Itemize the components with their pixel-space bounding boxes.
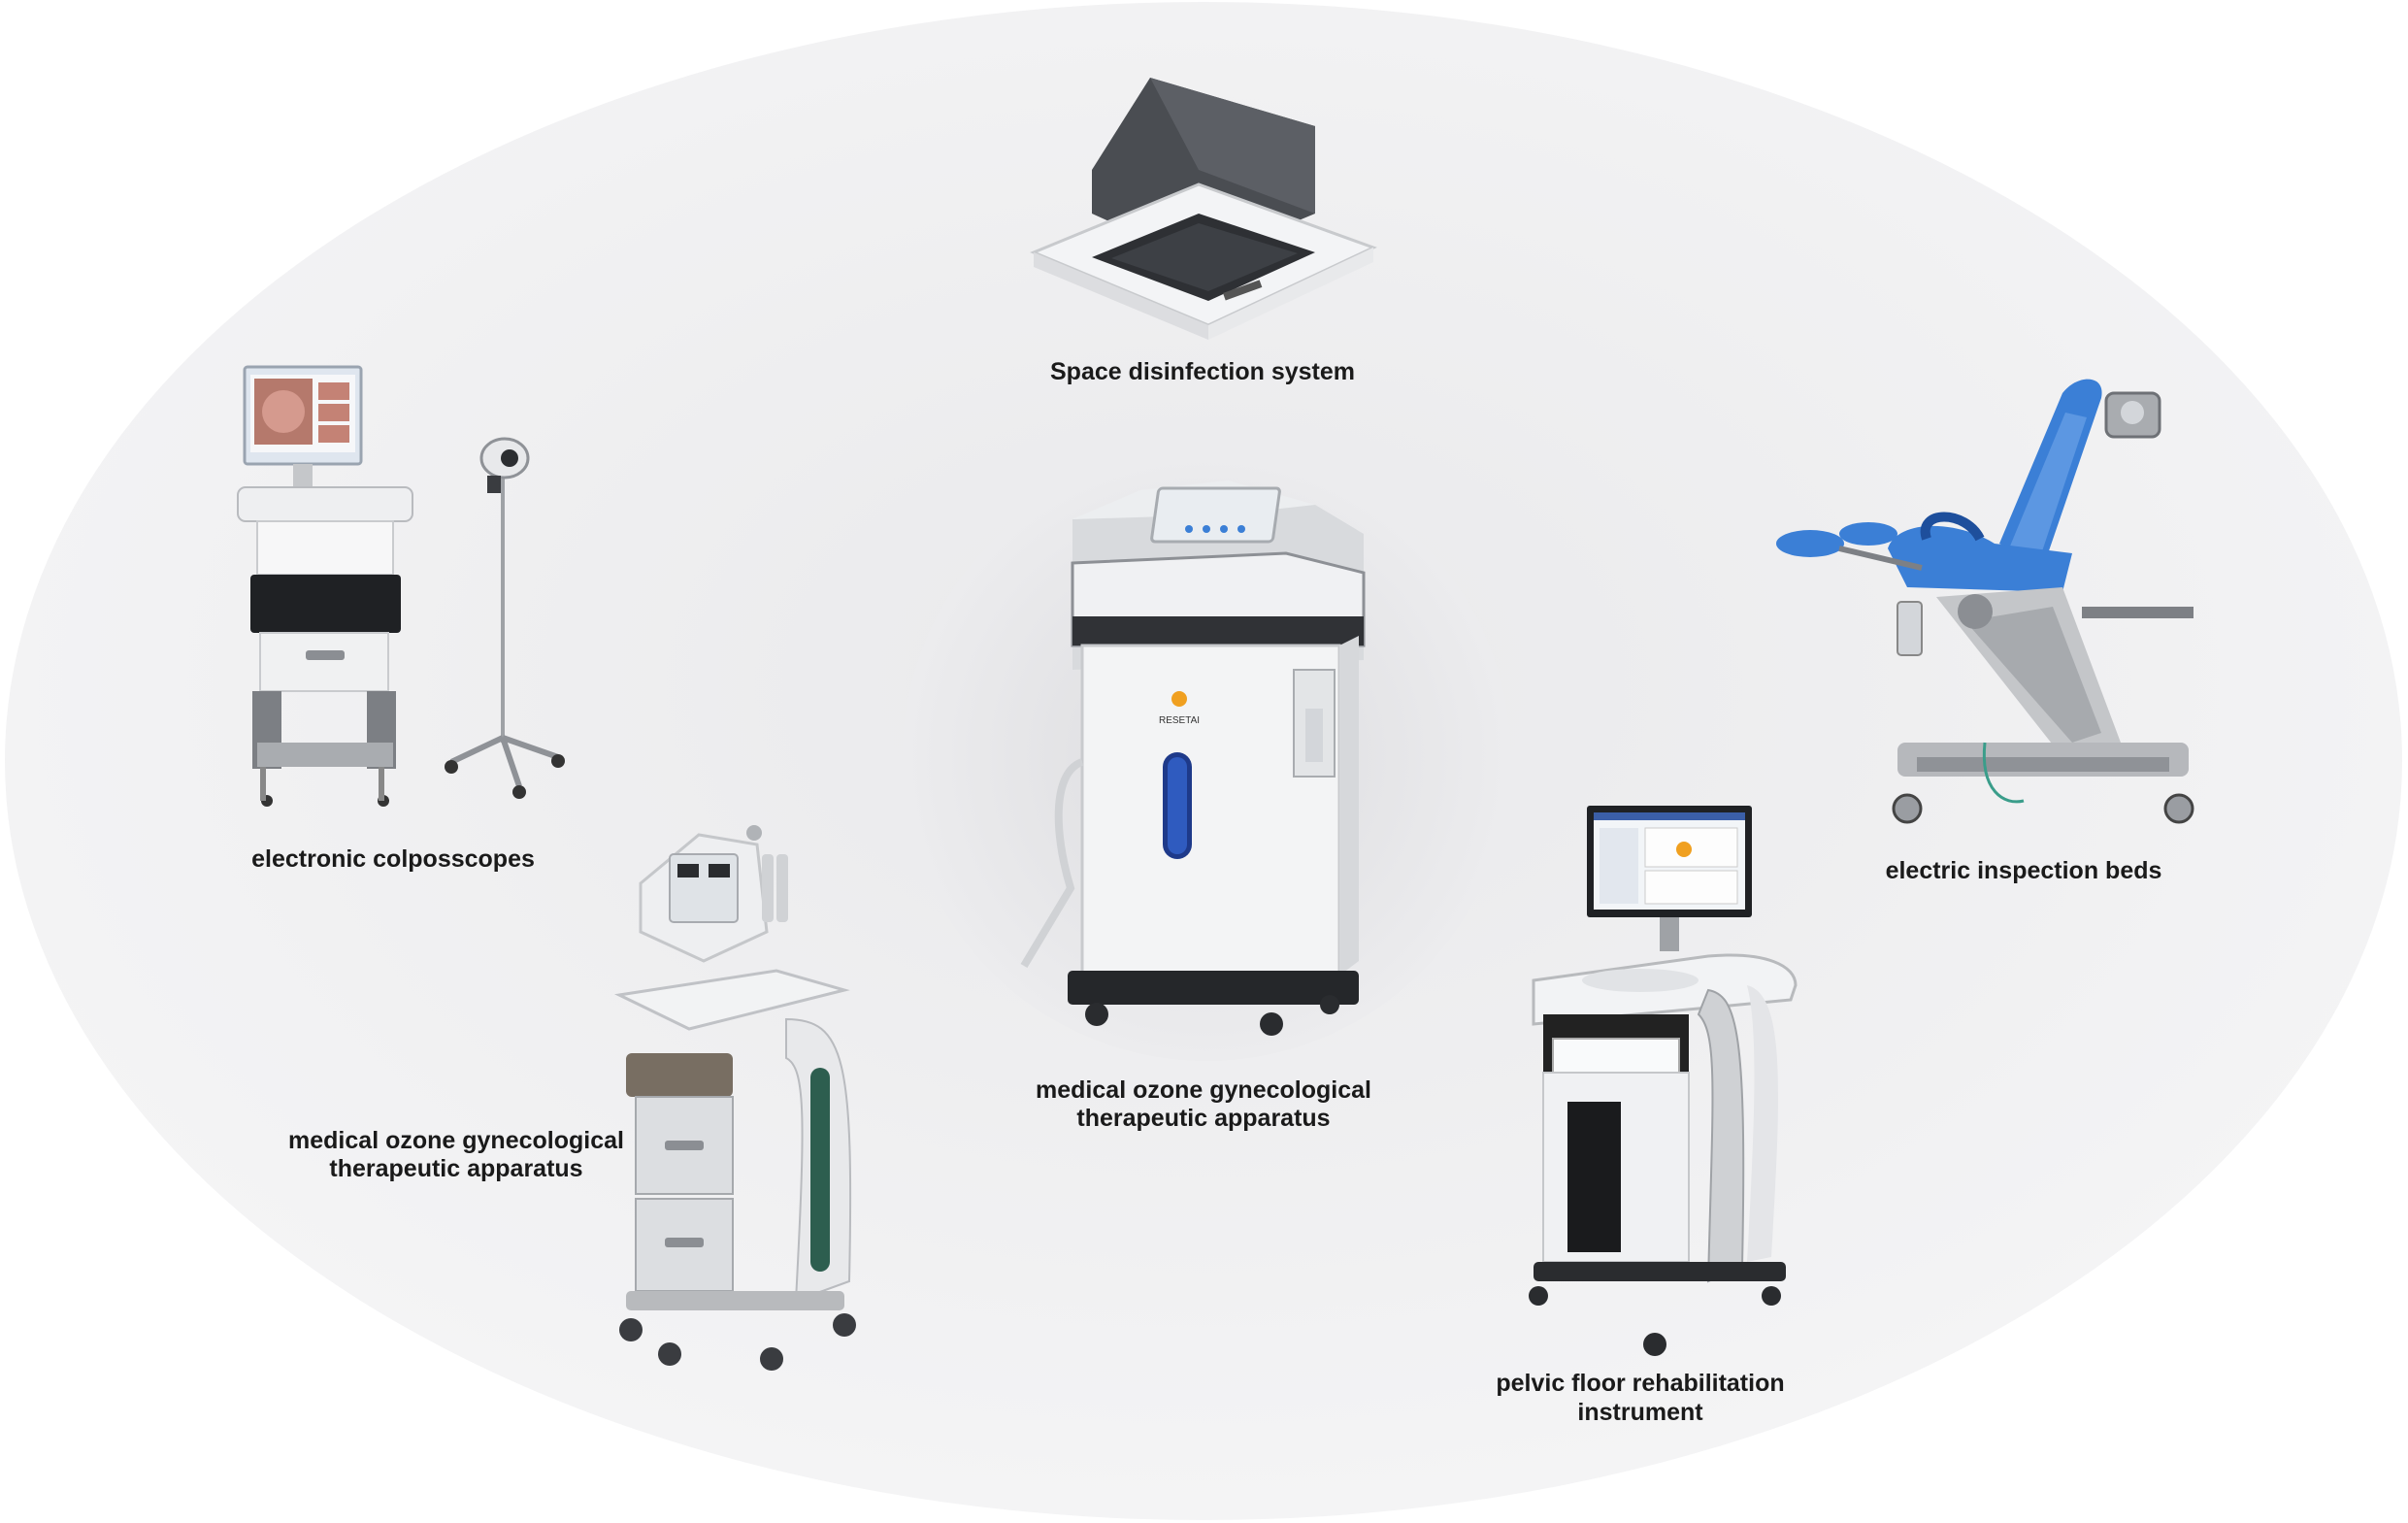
ceiling-disinfection-unit-icon	[1030, 78, 1377, 340]
colposcope-label: electronic colposscopes	[251, 845, 535, 873]
ozone-center-label-line1: medical ozone gynecological	[1036, 1076, 1371, 1104]
ozone-center-label-line2: therapeutic apparatus	[1076, 1105, 1331, 1132]
ozone-trolley-icon	[614, 825, 856, 1371]
pelvic-label-line1: pelvic floor rehabilitation	[1496, 1370, 1785, 1397]
colposcope-cart-icon	[237, 365, 565, 807]
svg-text:RESETAI: RESETAI	[1159, 715, 1200, 726]
ozone-left-label-line1: medical ozone gynecological	[288, 1127, 624, 1154]
gynecological-chair-icon	[1776, 379, 2194, 824]
space-disinfection-label: Space disinfection system	[1050, 358, 1356, 385]
ozone-cabinet-icon: RESETAI	[1020, 480, 1366, 1036]
pelvic-workstation-icon	[1529, 806, 1798, 1356]
pelvic-label-line2: instrument	[1577, 1399, 1703, 1426]
inspection-bed-label: electric inspection beds	[1885, 857, 2162, 884]
ozone-left-label-line2: therapeutic apparatus	[329, 1155, 583, 1182]
